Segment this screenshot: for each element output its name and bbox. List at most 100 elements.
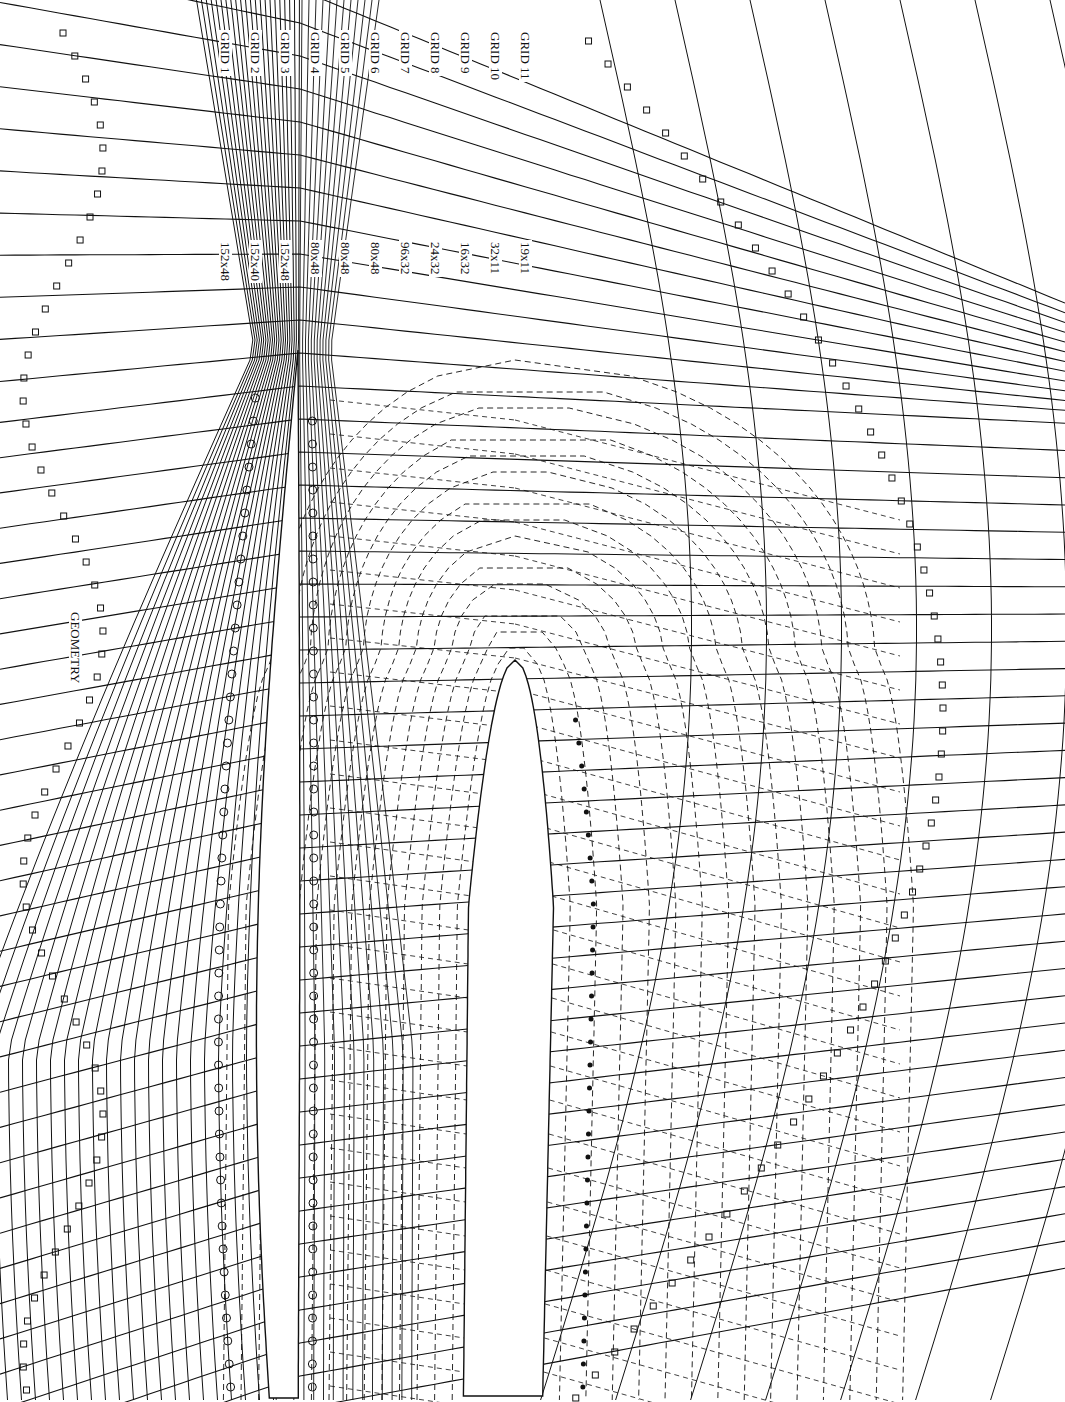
grid-size: 96x32 <box>399 240 412 277</box>
dashed-grid-line <box>544 1338 900 1402</box>
circle-marker <box>214 1015 222 1023</box>
grid-size: 80x48 <box>339 240 352 277</box>
dashed-grid-line <box>515 488 900 588</box>
dot-marker <box>589 994 594 999</box>
square-marker <box>21 375 27 381</box>
circle-marker <box>251 394 259 402</box>
circle-marker <box>215 992 223 1000</box>
dashed-grid-line <box>547 1236 900 1336</box>
dot-marker <box>587 1086 592 1091</box>
square-marker <box>933 797 939 803</box>
circle-marker <box>243 486 251 494</box>
square-marker <box>49 490 55 496</box>
circle-marker <box>308 1383 316 1391</box>
square-marker <box>815 337 821 343</box>
circle-marker <box>310 854 318 862</box>
grid-line <box>303 0 315 1400</box>
circle-marker <box>309 1314 317 1322</box>
square-marker <box>29 444 35 450</box>
circle-marker <box>308 417 316 425</box>
grid-label: GRID 3 <box>279 30 292 76</box>
circle-marker <box>310 716 318 724</box>
grid-line <box>323 0 384 1400</box>
grid-size: 24x32 <box>429 240 442 277</box>
dashed-grid-line <box>223 360 913 1400</box>
square-marker <box>910 889 916 895</box>
circle-marker <box>217 1199 225 1207</box>
dashed-grid-line <box>294 456 808 1400</box>
dot-marker <box>588 1040 593 1045</box>
square-marker <box>681 153 687 159</box>
dashed-grid-line <box>544 1372 900 1402</box>
dot-marker <box>585 1178 590 1183</box>
dot-marker <box>573 718 578 723</box>
circle-marker <box>309 1291 317 1299</box>
circle-marker <box>309 647 317 655</box>
circle-marker <box>226 693 234 701</box>
circle-marker <box>308 440 316 448</box>
square-marker <box>573 1395 579 1401</box>
dashed-grid-line <box>515 658 900 758</box>
dashed-grid-line <box>330 774 484 794</box>
grid-line <box>0 485 1065 528</box>
grid-size: 152x48 <box>279 240 292 283</box>
dashed-grid-line <box>330 1250 465 1270</box>
dashed-grid-line <box>330 1284 465 1304</box>
circle-marker <box>309 1130 317 1138</box>
circle-marker <box>309 1268 317 1276</box>
dot-marker <box>588 856 593 861</box>
flap-element <box>463 660 553 1396</box>
dashed-grid-line <box>515 556 900 656</box>
square-marker <box>898 498 904 504</box>
dashed-grid-line <box>330 502 515 522</box>
dashed-grid-line <box>330 706 495 726</box>
dashed-grid-line <box>548 1168 900 1268</box>
circle-marker <box>215 1130 223 1138</box>
circle-marker <box>215 1084 223 1092</box>
grid-line <box>0 0 1065 313</box>
dashed-grid-line <box>364 536 702 1400</box>
grid-line <box>0 0 253 1400</box>
grid-size: 80x48 <box>309 240 322 277</box>
circle-marker <box>309 555 317 563</box>
dot-marker <box>579 764 584 769</box>
dashed-grid-line <box>330 1080 467 1100</box>
circle-marker <box>308 1360 316 1368</box>
square-marker <box>41 1272 47 1278</box>
grid-line <box>300 0 305 1400</box>
dot-marker <box>590 948 595 953</box>
dashed-grid-line <box>533 726 900 826</box>
grid-line <box>320 0 374 1400</box>
square-marker <box>32 329 38 335</box>
dashed-grid-line <box>515 454 900 554</box>
dashed-grid-line <box>330 978 468 998</box>
circle-marker <box>310 900 318 908</box>
dashed-grid-line <box>330 638 515 658</box>
circle-marker <box>221 1291 229 1299</box>
circle-marker <box>309 1153 317 1161</box>
square-marker <box>23 1387 29 1393</box>
circle-marker <box>309 532 317 540</box>
circle-marker <box>224 1337 232 1345</box>
dashed-grid-line <box>330 1352 464 1372</box>
dot-marker <box>582 787 587 792</box>
square-marker <box>73 1019 79 1025</box>
circle-marker <box>309 463 317 471</box>
square-marker <box>872 981 878 987</box>
grid-size: 80x48 <box>369 240 382 277</box>
dashed-grid-line <box>539 760 901 860</box>
dashed-grid-line <box>330 672 505 692</box>
square-marker <box>882 958 888 964</box>
square-marker <box>741 1188 747 1194</box>
circle-marker <box>235 578 243 586</box>
dot-marker <box>576 741 581 746</box>
square-marker <box>72 53 78 59</box>
dot-marker <box>583 1270 588 1275</box>
grid-line <box>0 614 1065 669</box>
square-marker <box>940 705 946 711</box>
dashed-grid-line <box>552 998 900 1098</box>
circle-marker <box>214 1038 222 1046</box>
square-marker <box>61 996 67 1002</box>
circle-marker <box>309 1107 317 1115</box>
